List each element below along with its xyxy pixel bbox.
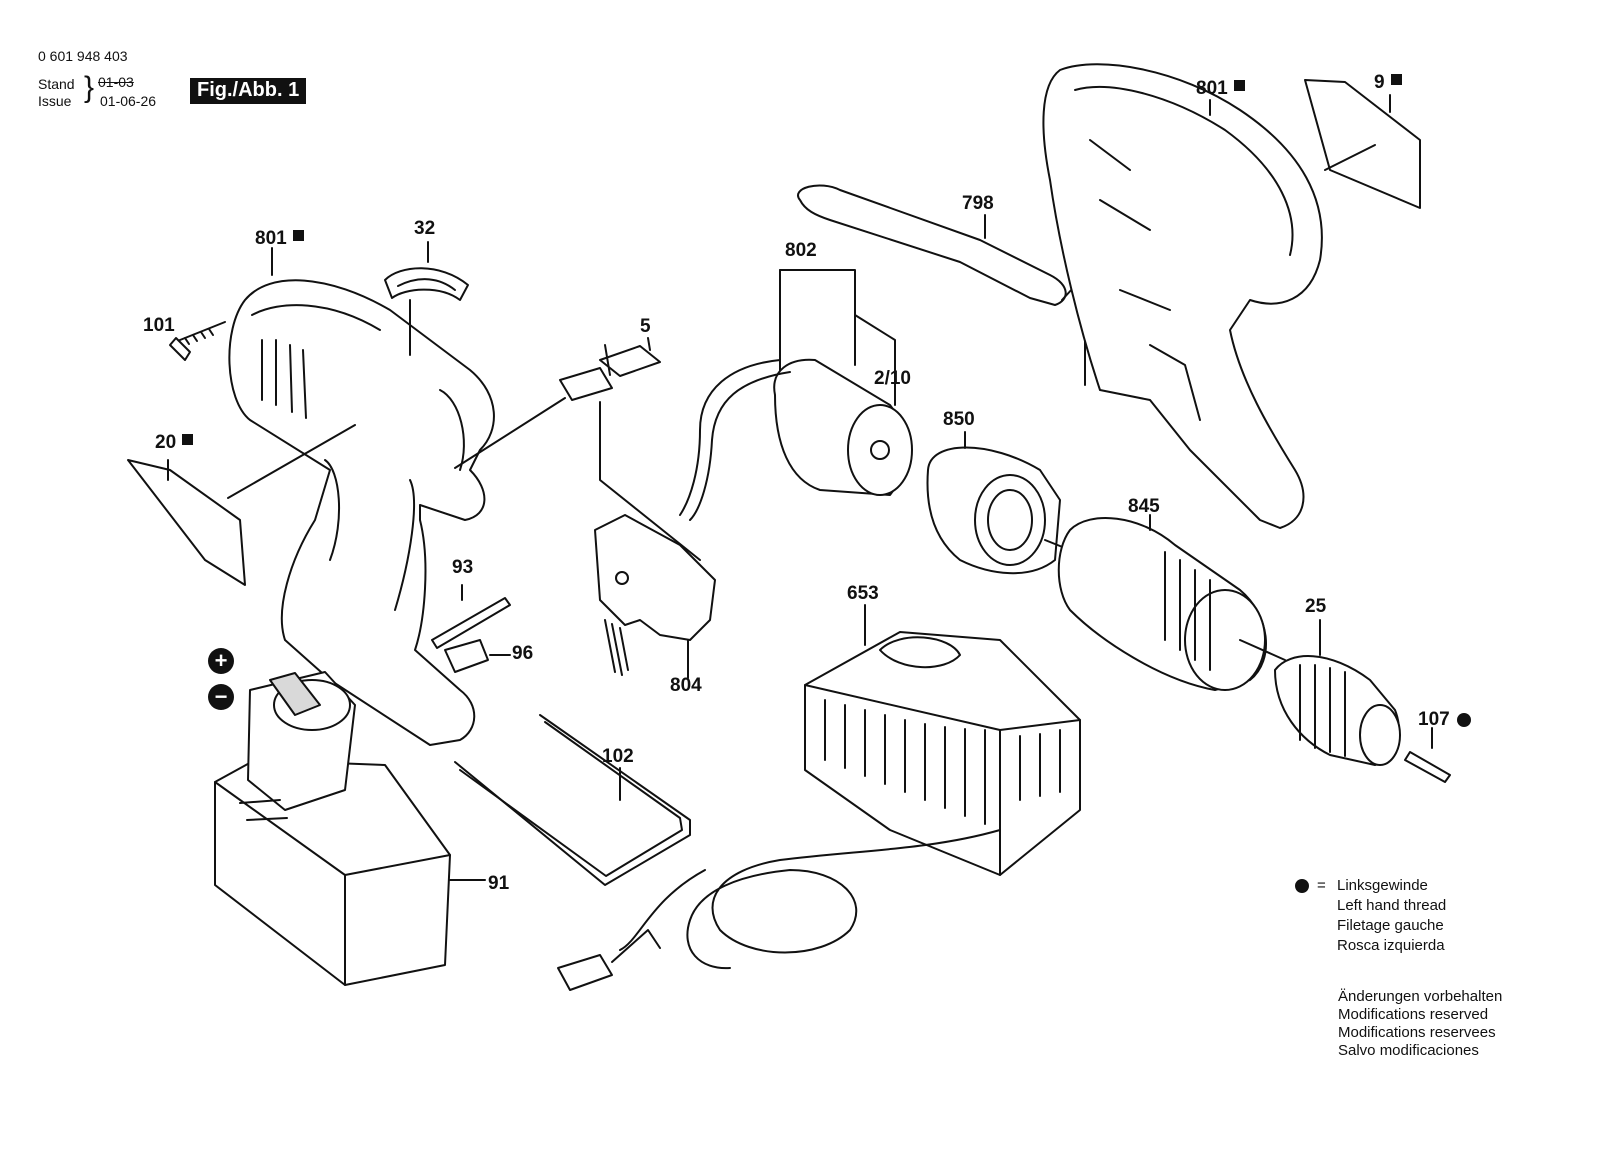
gear-housing-850-drawing — [926, 431, 1076, 575]
part-label-25: 25 — [1305, 596, 1327, 617]
part-label-2-10: 2/10 — [874, 368, 911, 389]
part-label-801-right: 801 — [1196, 78, 1245, 100]
part-label-107: 107 — [1418, 709, 1471, 731]
chuck-25-drawing — [1274, 619, 1401, 766]
plus-icon: + — [208, 648, 234, 674]
part-label-850: 850 — [943, 409, 975, 430]
switch-804-drawing — [594, 514, 716, 679]
part-number-text: 20 — [155, 432, 177, 453]
part-label-804: 804 — [670, 675, 702, 696]
legend-line-de: Linksgewinde — [1337, 877, 1428, 894]
legend-line-fr: Filetage gauche — [1337, 917, 1444, 934]
issue-label: Issue — [38, 93, 72, 109]
stand-value: 01-03 — [98, 74, 134, 90]
note-de: Änderungen vorbehalten — [1338, 988, 1503, 1005]
square-marker-icon — [292, 230, 304, 241]
housing-left-drawing — [228, 279, 495, 746]
left-thread-dot-icon — [1295, 879, 1309, 893]
bit-93-drawing — [431, 584, 511, 649]
legend-line-es: Rosca izquierda — [1337, 937, 1445, 954]
part-number-text: 107 — [1418, 709, 1450, 730]
note-en: Modifications reserved — [1338, 1006, 1489, 1023]
sticker-20-drawing — [127, 424, 356, 586]
part-label-5: 5 — [640, 316, 651, 337]
legend-line-en: Left hand thread — [1337, 897, 1447, 914]
part-label-9: 9 — [1374, 72, 1402, 94]
part-label-845: 845 — [1128, 496, 1160, 517]
part-label-101: 101 — [143, 315, 175, 336]
part-label-802: 802 — [785, 240, 817, 261]
bit-holder-96-drawing — [444, 639, 511, 673]
square-marker-icon — [1233, 80, 1245, 91]
part-number-text: 9 — [1374, 72, 1385, 93]
battery-91-drawing — [214, 671, 486, 986]
square-marker-icon — [182, 434, 194, 445]
square-marker-icon — [1390, 74, 1402, 85]
part-label-32: 32 — [414, 218, 436, 239]
figure-label: Fig./Abb. 1 — [190, 78, 307, 104]
part-label-91: 91 — [488, 873, 510, 894]
left-thread-dot-icon — [1456, 712, 1471, 727]
part-label-798: 798 — [962, 193, 994, 214]
sticker-9-drawing — [1304, 79, 1421, 209]
part-number: 0 601 948 403 — [38, 48, 128, 64]
screw-101-drawing — [169, 321, 226, 361]
slider-5-drawing — [454, 337, 701, 561]
part-label-653: 653 — [847, 583, 879, 604]
part-label-93: 93 — [452, 557, 474, 578]
clip-102-drawing — [454, 714, 691, 886]
part-number-text: 801 — [1196, 78, 1228, 99]
part-label-96: 96 — [512, 643, 534, 664]
part-number-text: 801 — [255, 228, 287, 249]
brace-glyph: } — [84, 71, 95, 104]
part-label-102: 102 — [602, 746, 634, 767]
note-fr: Modifications reservees — [1338, 1024, 1496, 1041]
stand-label: Stand — [38, 76, 75, 92]
issue-value: 01-06-26 — [100, 93, 157, 109]
housing-right-drawing — [1042, 63, 1323, 529]
strap-798-drawing — [797, 184, 1086, 386]
part-label-801-left: 801 — [255, 228, 304, 250]
note-es: Salvo modificaciones — [1338, 1042, 1479, 1059]
motor-802-drawing — [679, 269, 913, 521]
charger-653-drawing — [557, 604, 1081, 991]
minus-icon: − — [208, 684, 234, 710]
legend-equals: = — [1317, 877, 1326, 894]
part-label-20: 20 — [155, 432, 194, 454]
screw-107-drawing — [1404, 727, 1451, 783]
notes: Änderungen vorbehalten Modifications res… — [1338, 988, 1578, 1060]
gearbox-845-drawing — [1057, 514, 1286, 691]
cover-32-drawing — [384, 241, 469, 356]
